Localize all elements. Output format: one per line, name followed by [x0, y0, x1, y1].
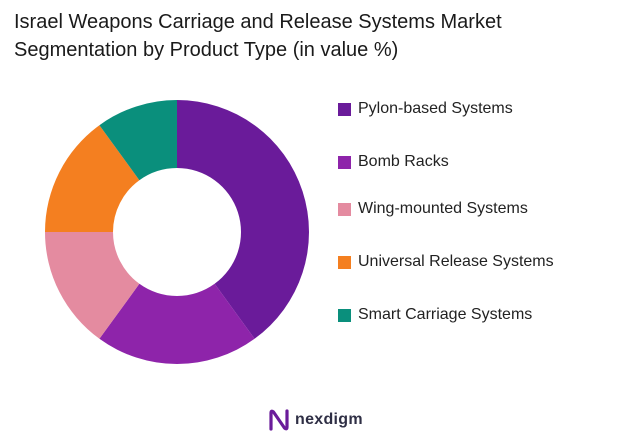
legend-label: Bomb Racks [358, 153, 449, 170]
legend-swatch [338, 255, 351, 269]
legend-item-3: Wing-mounted Systems [338, 200, 528, 218]
legend-item-2: Bomb Racks [338, 153, 449, 171]
legend-label: Wing-mounted Systems [358, 200, 528, 217]
legend-swatch [338, 155, 351, 169]
legend-swatch [338, 202, 351, 216]
brand-logo: nexdigm [268, 408, 363, 432]
donut-slice-4 [45, 125, 140, 232]
legend-item-5: Smart Carriage Systems [338, 306, 532, 324]
donut-slice-2 [99, 283, 255, 365]
legend-swatch [338, 102, 351, 116]
legend-label: Pylon-based Systems [358, 100, 513, 117]
legend-item-4: Universal Release Systems [338, 253, 554, 271]
legend-label: Smart Carriage Systems [358, 306, 533, 323]
donut-slice-5 [99, 100, 177, 181]
chart-title-line-1: Israel Weapons Carriage and Release Syst… [14, 11, 502, 33]
chart-title-line-2: Segmentation by Product Type (in value %… [14, 39, 399, 61]
nexdigm-logo-icon [269, 409, 289, 431]
chart-title: Israel Weapons Carriage and Release Syst… [14, 8, 614, 64]
donut-slice-3 [45, 232, 140, 339]
legend-label: Universal Release Systems [358, 253, 554, 270]
legend-item-1: Pylon-based Systems [338, 100, 513, 118]
logo-text: nexdigm [295, 411, 363, 428]
legend-swatch [338, 308, 351, 322]
donut-slice-1 [177, 100, 310, 339]
